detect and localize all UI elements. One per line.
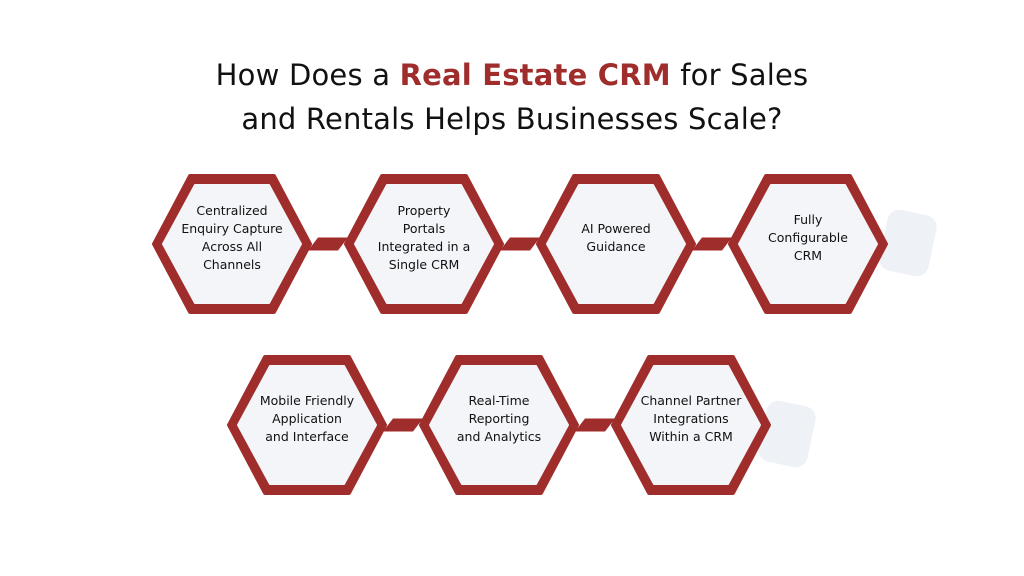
hexagon-node <box>738 184 878 304</box>
hexagon-label-line: Centralized <box>196 203 268 218</box>
hexagon-label-line: and Analytics <box>456 429 542 444</box>
hexagon-label-line: Within a CRM <box>649 429 733 444</box>
hexagon-label-line: Real-Time <box>468 393 530 408</box>
title-line-1: How Does a Real Estate CRM for Sales <box>0 58 1024 92</box>
connector <box>383 418 423 432</box>
hexagon-label-line: Portals <box>402 221 446 236</box>
hexagon-label-line: AI Powered <box>581 221 651 236</box>
title-line-2: and Rentals Helps Businesses Scale? <box>241 102 783 136</box>
connector <box>308 237 348 251</box>
connector <box>575 418 615 432</box>
title-text-before: How Does a <box>215 58 400 92</box>
hexagon-label-line: Across All <box>201 239 263 254</box>
hexagon-label-line: Integrations <box>653 411 729 426</box>
hexagon-label-line: Enquiry Capture <box>181 221 283 236</box>
hexagon-node <box>354 184 494 304</box>
hexagon-node <box>237 365 377 485</box>
connector <box>692 237 732 251</box>
title-text-after: for Sales <box>670 58 809 92</box>
hexagon-node <box>162 184 302 304</box>
hexagon-label-line: Reporting <box>468 411 530 426</box>
hexagon-label-line: and Interface <box>265 429 349 444</box>
title-highlight: Real Estate CRM <box>399 58 671 92</box>
hexagon-label-line: Integrated in a <box>377 239 471 254</box>
hexagon-label-line: Channels <box>203 257 261 272</box>
decorative-shape-1 <box>879 209 937 277</box>
hexagon-label-line: Guidance <box>586 239 646 254</box>
connector <box>500 237 540 251</box>
hexagon-label-line: Configurable <box>768 230 848 245</box>
hexagon-label-line: Mobile Friendly <box>259 393 355 408</box>
hexagon-label-line: Application <box>272 411 342 426</box>
hexagon-node <box>621 365 761 485</box>
hexagon-label-line: Channel Partner <box>640 393 742 408</box>
hexagon-label-line: Single CRM <box>388 257 460 272</box>
hexagon-label-line: Fully <box>793 212 823 227</box>
hexagon-node <box>546 184 686 304</box>
hexagon-label-line: Property <box>397 203 451 218</box>
hexagon-label-line: CRM <box>793 248 823 263</box>
decorative-shape-2 <box>758 400 816 468</box>
hexagon-node <box>429 365 569 485</box>
